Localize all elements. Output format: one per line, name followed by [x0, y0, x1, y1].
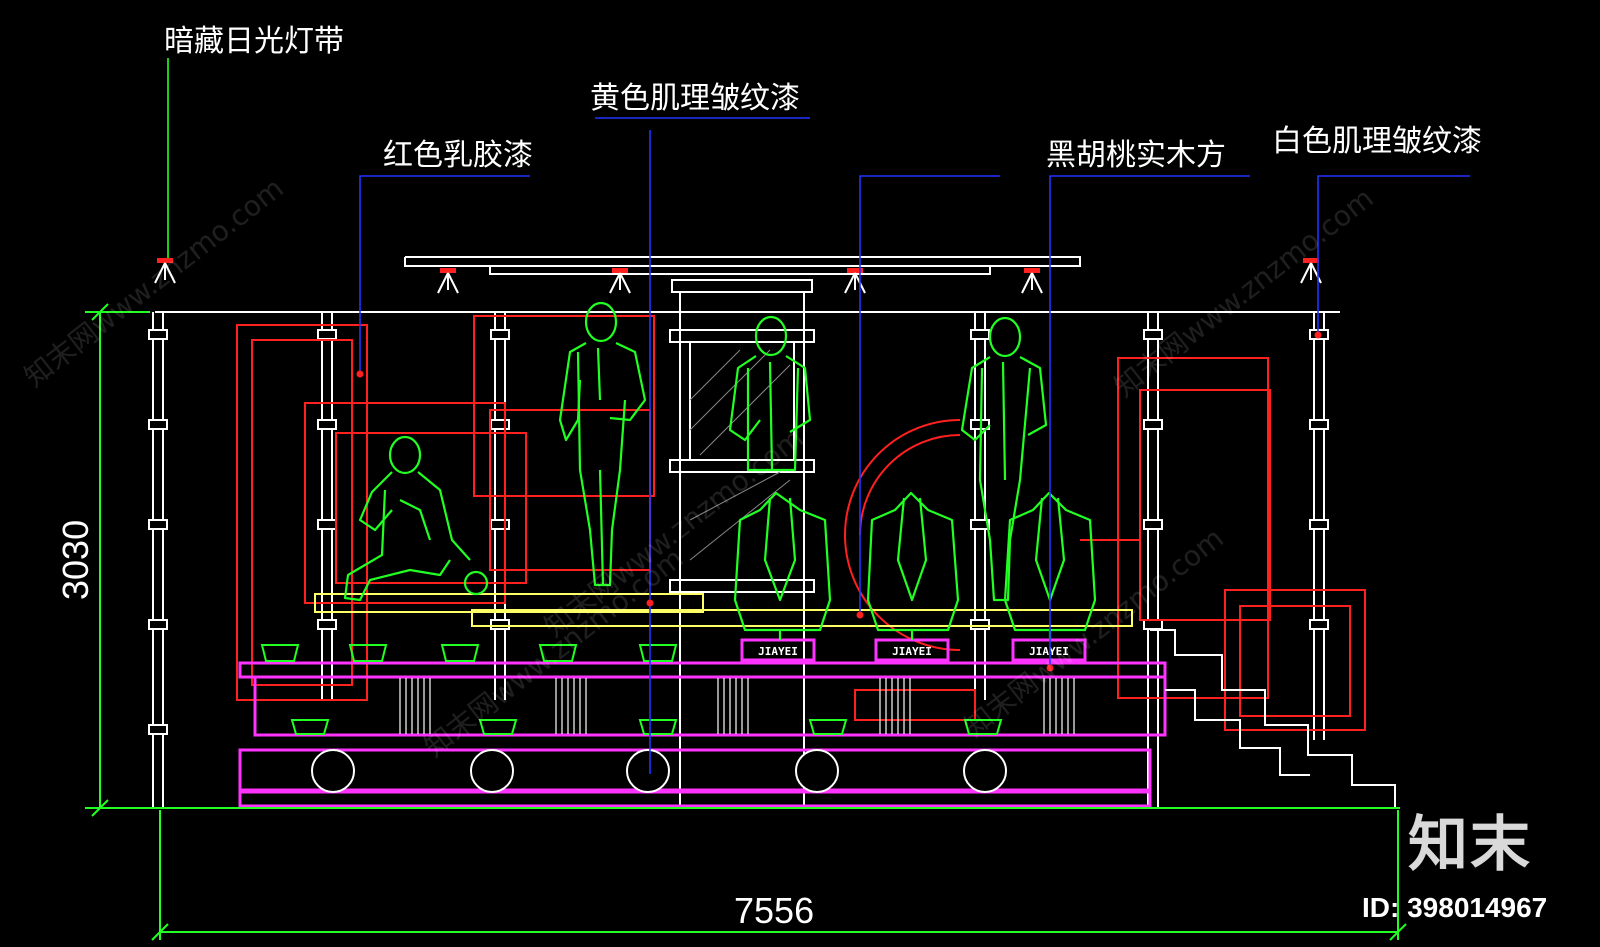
wheels: [311, 749, 1007, 793]
ceiling-beam: [155, 256, 1340, 313]
standing-mannequin-3: [960, 316, 1048, 602]
yellow-shelves: [314, 593, 1133, 627]
leader-lines: [359, 117, 1470, 774]
red-latex-panels: [236, 315, 1366, 731]
jacket-bust-2: [866, 491, 960, 640]
ceiling-lights: [154, 258, 1322, 294]
label-yellow-texture-paint: 黄色肌理皱纹漆: [590, 81, 800, 116]
support-slats: [399, 678, 1075, 734]
standing-mannequin-2: [728, 315, 812, 472]
brand-logo: 知末: [1408, 810, 1532, 880]
dimension-lines: [85, 303, 1407, 941]
dimension-height: 3030: [55, 519, 96, 600]
plinth-label: JIAYEI: [758, 645, 798, 658]
dimension-width: 7556: [734, 890, 815, 931]
seated-mannequin: [343, 435, 489, 602]
leader-dots: [356, 331, 1322, 672]
plinth-label: JIAYEI: [892, 645, 932, 658]
stools: [260, 644, 1003, 735]
plinth-labels: JIAYEI JIAYEI JIAYEI: [758, 645, 1069, 658]
central-column: [669, 279, 815, 808]
label-red-latex-paint: 红色乳胶漆: [383, 138, 533, 173]
brand-id: ID: 398014967: [1362, 892, 1548, 923]
jacket-bust-1: [733, 491, 832, 640]
label-black-walnut-square: 黑胡桃实木方: [1046, 138, 1226, 173]
platforms: [238, 638, 1167, 808]
label-white-texture-paint: 白色肌理皱纹漆: [1272, 124, 1482, 159]
label-hidden-daylight-strip: 暗藏日光灯带: [164, 24, 344, 59]
staircase: [1150, 629, 1396, 809]
plinth-label: JIAYEI: [1029, 645, 1069, 658]
standing-mannequin-1: [558, 301, 647, 587]
